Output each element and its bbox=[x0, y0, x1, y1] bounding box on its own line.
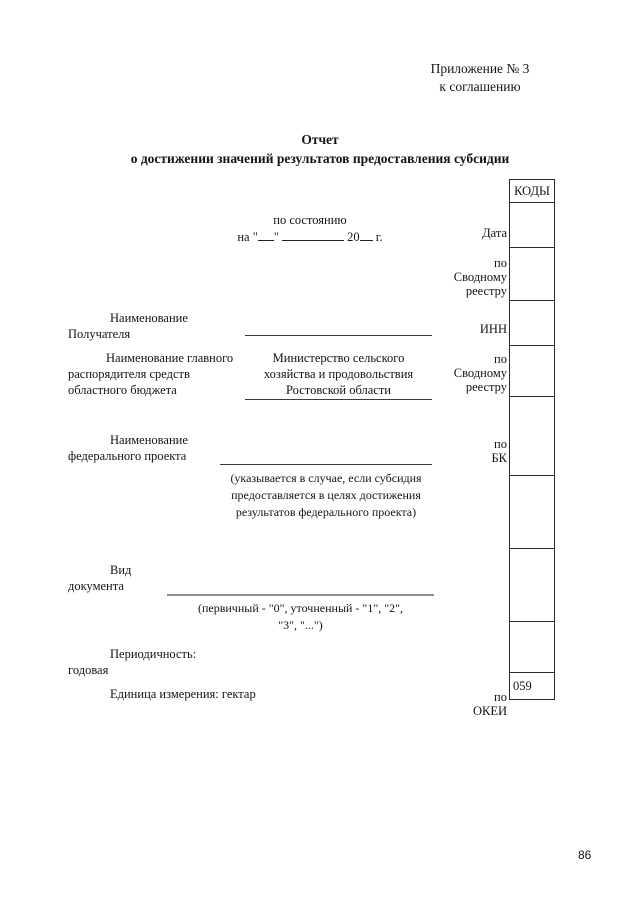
report-date-block: по состоянию на " " 20 г. bbox=[180, 212, 440, 246]
doc-kind-hint: (первичный - "0", уточненный - "1", "2",… bbox=[167, 600, 434, 634]
federal-project-label-line-2: федерального проекта bbox=[68, 449, 187, 463]
codes-table-row bbox=[509, 300, 555, 346]
chief-manager-label: Наименование главного распорядителя сред… bbox=[68, 350, 248, 398]
doc-kind-rule bbox=[167, 594, 434, 596]
codes-table-row bbox=[509, 396, 555, 476]
codes-cell-date[interactable] bbox=[509, 202, 555, 248]
title-line-1: Отчет bbox=[301, 132, 339, 147]
federal-project-input[interactable] bbox=[220, 440, 432, 462]
codes-table-header-row: КОДЫ bbox=[509, 179, 555, 203]
code-label-okei: по ОКЕИ bbox=[437, 690, 507, 718]
code-label-okei-line-2: ОКЕИ bbox=[472, 704, 507, 718]
report-date-year: 20 bbox=[347, 230, 360, 244]
code-label-bk: по БК bbox=[437, 437, 507, 465]
chief-manager-label-line-2: распорядителя средств bbox=[68, 367, 190, 381]
codes-cell-blank-3[interactable] bbox=[509, 621, 555, 673]
report-day-blank[interactable] bbox=[257, 240, 274, 241]
code-label-inn: ИНН bbox=[479, 322, 507, 336]
federal-project-hint-line-2: предоставляется в целях достижения bbox=[231, 488, 421, 502]
codes-cell-blank-1[interactable] bbox=[509, 475, 555, 549]
recipient-label-line-2: Получателя bbox=[68, 327, 131, 341]
doc-kind-label-line-1: Вид bbox=[110, 563, 132, 577]
doc-kind-label: Вид документа bbox=[68, 562, 248, 594]
report-date-prefix: на " bbox=[237, 230, 258, 244]
codes-table-row bbox=[509, 475, 555, 549]
chief-manager-label-line-3: областного бюджета bbox=[68, 383, 177, 397]
chief-manager-value-line-3: Ростовской области bbox=[286, 383, 391, 397]
codes-cell-bk[interactable] bbox=[509, 396, 555, 476]
codes-table-row bbox=[509, 621, 555, 673]
chief-manager-rule bbox=[245, 399, 432, 400]
code-label-consolidated-registry-2-line-2: Сводному bbox=[453, 366, 507, 380]
federal-project-hint-line-3: результатов федерального проекта) bbox=[235, 505, 417, 519]
chief-manager-value-line-2: хозяйства и продовольствия bbox=[263, 367, 414, 381]
code-label-consolidated-registry-2-line-1: по bbox=[494, 352, 507, 366]
code-label-consolidated-registry-1-line-3: реестру bbox=[465, 284, 507, 298]
codes-table: КОДЫ bbox=[509, 179, 555, 700]
recipient-rule bbox=[245, 335, 432, 336]
doc-kind-hint-line-2: "3", "...") bbox=[278, 618, 323, 632]
federal-project-label: Наименование федерального проекта bbox=[68, 432, 248, 464]
periodicity-block: Периодичность: годовая bbox=[68, 646, 288, 678]
codes-table-row bbox=[509, 548, 555, 622]
code-label-consolidated-registry-2-line-3: реестру bbox=[465, 380, 507, 394]
codes-table-row bbox=[509, 202, 555, 248]
periodicity-value: годовая bbox=[68, 663, 109, 677]
federal-project-label-line-1: Наименование bbox=[110, 433, 188, 447]
chief-manager-label-line-1: Наименование главного bbox=[106, 351, 234, 365]
report-date-quote: " bbox=[273, 230, 279, 244]
codes-table-row bbox=[509, 345, 555, 397]
report-date-line: на " " 20 г. bbox=[180, 229, 440, 246]
federal-project-hint-line-1: (указывается в случае, если субсидия bbox=[230, 471, 422, 485]
page-title: Отчет о достижении значений результатов … bbox=[40, 130, 600, 168]
federal-project-hint: (указывается в случае, если субсидия пре… bbox=[220, 470, 432, 521]
code-label-date: Дата bbox=[482, 226, 507, 240]
code-label-consolidated-registry-2: по Сводному реестру bbox=[437, 352, 507, 394]
code-label-okei-line-1: по bbox=[494, 690, 507, 704]
unit-of-measure-block: Единица измерения: гектар bbox=[68, 686, 328, 702]
codes-cell-consolidated-registry-2[interactable] bbox=[509, 345, 555, 397]
page-number: 86 bbox=[578, 848, 592, 862]
appendix-line-1: Приложение № 3 bbox=[430, 61, 530, 76]
codes-table-row bbox=[509, 247, 555, 301]
report-month-blank[interactable] bbox=[282, 240, 345, 241]
recipient-input[interactable] bbox=[245, 312, 432, 334]
code-label-consolidated-registry-1-line-2: Сводному bbox=[453, 270, 507, 284]
title-line-2: о достижении значений результатов предос… bbox=[130, 151, 510, 166]
codes-table-row: 059 bbox=[509, 672, 555, 700]
chief-manager-value[interactable]: Министерство сельского хозяйства и продо… bbox=[245, 350, 432, 398]
chief-manager-value-line-1: Министерство сельского bbox=[272, 351, 405, 365]
doc-kind-label-line-2: документа bbox=[68, 579, 124, 593]
unit-of-measure-label: Единица измерения: гектар bbox=[110, 687, 256, 701]
code-label-consolidated-registry-1-line-1: по bbox=[494, 256, 507, 270]
federal-project-rule bbox=[220, 464, 432, 465]
codes-cell-inn[interactable] bbox=[509, 300, 555, 346]
doc-kind-input[interactable] bbox=[167, 572, 434, 594]
appendix-header: Приложение № 3 к соглашению bbox=[380, 60, 580, 96]
report-year-blank[interactable] bbox=[359, 240, 373, 241]
doc-kind-hint-line-1: (первичный - "0", уточненный - "1", "2", bbox=[197, 601, 404, 615]
appendix-line-2: к соглашению bbox=[439, 79, 521, 94]
report-date-suffix: г. bbox=[375, 230, 383, 244]
code-label-bk-line-1: по bbox=[494, 437, 507, 451]
code-label-bk-line-2: БК bbox=[491, 451, 507, 465]
periodicity-label: Периодичность: bbox=[110, 647, 197, 661]
codes-cell-okei[interactable]: 059 bbox=[509, 672, 555, 700]
recipient-label: Наименование Получателя bbox=[68, 310, 248, 342]
report-date-caption: по состоянию bbox=[273, 213, 347, 227]
codes-table-header-cell: КОДЫ bbox=[509, 179, 555, 203]
recipient-label-line-1: Наименование bbox=[110, 311, 188, 325]
codes-cell-consolidated-registry-1[interactable] bbox=[509, 247, 555, 301]
codes-cell-blank-2[interactable] bbox=[509, 548, 555, 622]
code-label-consolidated-registry-1: по Сводному реестру bbox=[437, 256, 507, 298]
